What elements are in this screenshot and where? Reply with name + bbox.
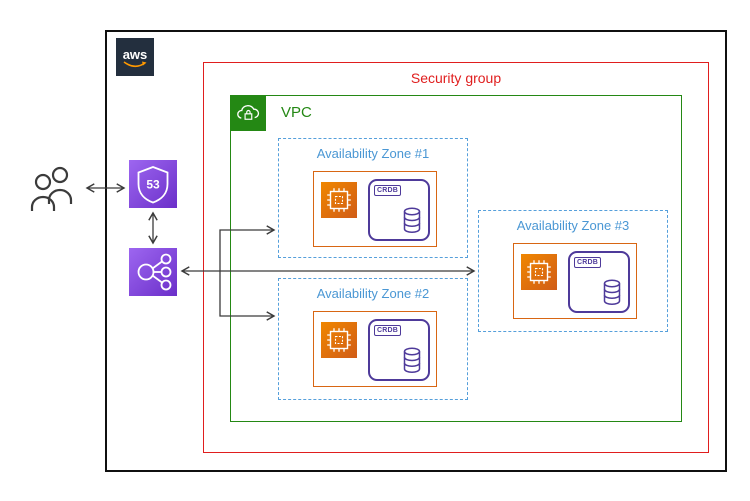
load-balancer-icon: [129, 248, 177, 296]
aws-logo-text: aws: [122, 46, 148, 62]
aws-cloud-boundary: [105, 30, 727, 472]
availability-zone-1-label: Availability Zone #1: [316, 146, 430, 161]
chip-icon: [327, 328, 351, 352]
cloud-lock-icon: [237, 105, 260, 120]
aws-smile-icon: [123, 60, 147, 67]
ec2-instance-icon: [321, 182, 357, 218]
database-cylinder-icon: [403, 347, 421, 373]
ec2-instance-icon: [521, 254, 557, 290]
route53-shield-text: 53: [146, 178, 160, 192]
instance-group-az2: CRDB: [313, 311, 437, 387]
security-group-boundary: Security group: [203, 62, 709, 453]
crdb-label: CRDB: [374, 185, 402, 196]
availability-zone-3: Availability Zone #3 CRDB: [478, 210, 668, 332]
availability-zone-2-label: Availability Zone #2: [316, 286, 430, 301]
instance-group-az1: CRDB: [313, 171, 437, 247]
aws-logo-icon: aws: [116, 38, 154, 76]
instance-group-az3: CRDB: [513, 243, 637, 319]
vpc-label: VPC: [281, 104, 312, 121]
ec2-instance-icon: [321, 322, 357, 358]
route53-icon: 53: [129, 160, 177, 208]
crdb-node-az3: CRDB: [568, 251, 630, 313]
crdb-node-az2: CRDB: [368, 319, 430, 381]
crdb-label: CRDB: [374, 325, 402, 336]
availability-zone-1: Availability Zone #1 CRDB: [278, 138, 468, 258]
crdb-label: CRDB: [574, 257, 602, 268]
database-cylinder-icon: [403, 207, 421, 233]
crdb-node-az1: CRDB: [368, 179, 430, 241]
users-icon: [30, 166, 73, 211]
availability-zone-2: Availability Zone #2 CRDB: [278, 278, 468, 400]
security-group-label: Security group: [410, 70, 502, 86]
chip-icon: [527, 260, 551, 284]
availability-zone-3-label: Availability Zone #3: [516, 218, 630, 233]
shield-53-icon: 53: [137, 166, 169, 204]
network-nodes-icon: [137, 253, 172, 291]
database-cylinder-icon: [603, 279, 621, 305]
chip-icon: [327, 188, 351, 212]
vpc-icon: [230, 95, 266, 131]
